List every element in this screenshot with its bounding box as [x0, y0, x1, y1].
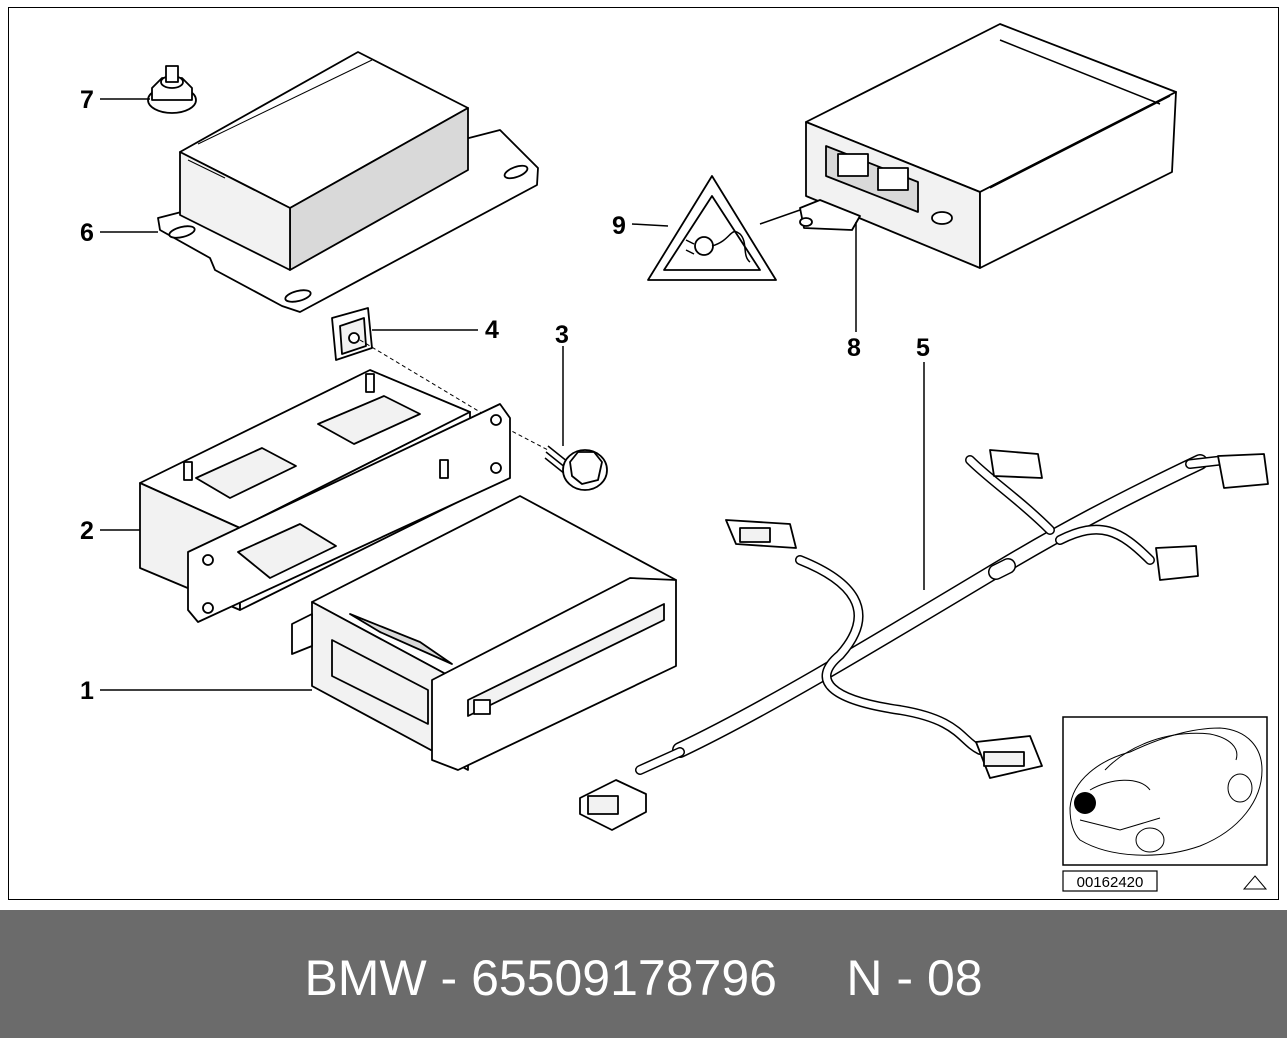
part-4-clip-nut [331, 307, 373, 361]
callout-3: 3 [555, 321, 569, 349]
diagram-id: 00162420 [1077, 874, 1144, 891]
part-6-bracket-box [157, 51, 539, 313]
triangle-outline-icon [1242, 875, 1268, 890]
callout-5: 5 [916, 334, 930, 362]
part-number-caption: BMW - 65509178796 N - 08 [304, 950, 983, 1006]
callout-1: 1 [80, 677, 94, 705]
esd-warning-triangle-icon [647, 175, 777, 281]
callout-9: 9 [612, 212, 626, 240]
part-1-head-unit [291, 495, 677, 771]
vehicle-locator-inset [1062, 716, 1268, 866]
diagram-id-box: 00162420 [1062, 870, 1158, 892]
location-marker-icon [1074, 792, 1096, 814]
callout-7: 7 [80, 86, 94, 114]
part-5-wiring-harness [579, 449, 1269, 831]
part-7-nut [147, 65, 197, 114]
callout-2: 2 [80, 517, 94, 545]
part-8-control-module [799, 23, 1177, 269]
callout-4: 4 [485, 316, 499, 344]
callout-6: 6 [80, 219, 94, 247]
part-3-screw [544, 445, 608, 491]
callout-8: 8 [847, 334, 861, 362]
part-2-holder-frame [139, 369, 511, 623]
assembly-line-4 [359, 339, 491, 419]
footer-bar [0, 910, 1287, 1038]
leader-lines [100, 98, 925, 691]
parts-diagram: 7 6 2 1 4 3 9 8 5 00162420 [80, 23, 1269, 892]
